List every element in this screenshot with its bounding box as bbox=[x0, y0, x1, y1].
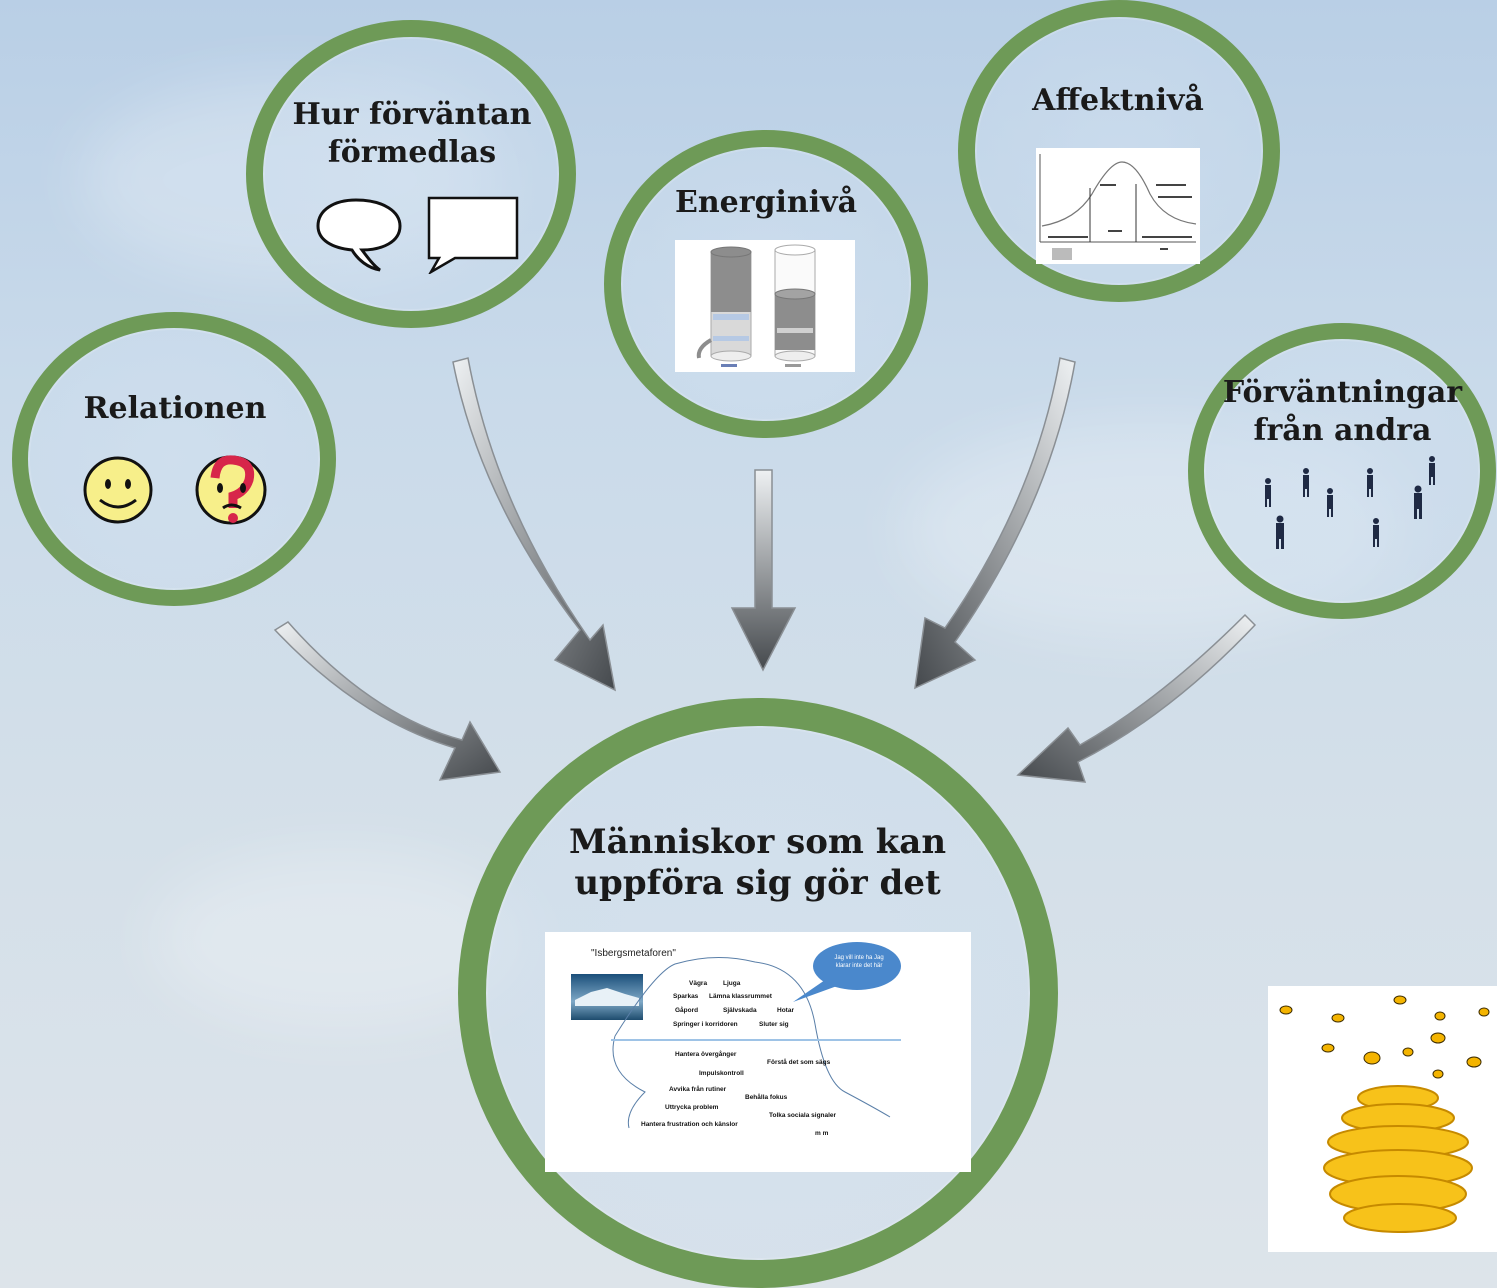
node-relationen-title: Relationen bbox=[83, 391, 267, 426]
iceberg-word: Hantera övergånger bbox=[675, 1051, 737, 1058]
affect-curve-image bbox=[1036, 148, 1200, 264]
iceberg-word: Springer i korridoren bbox=[673, 1021, 738, 1028]
speech-bubble-square-icon bbox=[427, 196, 519, 274]
iceberg-word: Avvika från rutiner bbox=[669, 1086, 727, 1093]
iceberg-word: Vägra bbox=[689, 980, 708, 987]
arrow-hur bbox=[452, 357, 617, 692]
iceberg-image: "Isbergsmetaforen" Jag vill inte ha Jag … bbox=[545, 932, 971, 1172]
arrow-affekt bbox=[914, 357, 1076, 690]
node-relationen[interactable] bbox=[12, 312, 336, 606]
arrow-energi bbox=[730, 469, 797, 672]
beehive-icon bbox=[1279, 995, 1490, 1233]
node-forvantningar-title-line1: Förväntningar bbox=[1222, 375, 1463, 410]
iceberg-word: Förstå det som sägs bbox=[767, 1059, 831, 1066]
beehive-image bbox=[1268, 986, 1497, 1252]
iceberg-word: m m bbox=[815, 1130, 829, 1137]
iceberg-word: Ljuga bbox=[723, 980, 741, 987]
iceberg-word: Uttrycka problem bbox=[665, 1104, 719, 1111]
iceberg-word: Hantera frustration och känslor bbox=[641, 1121, 738, 1128]
iceberg-bubble: Jag vill inte ha Jag klarar inte det här bbox=[834, 955, 884, 969]
node-forvantningar-title-line2: från andra bbox=[1253, 412, 1432, 448]
node-hur[interactable] bbox=[246, 20, 576, 328]
iceberg-word: Tolka sociala signaler bbox=[769, 1112, 837, 1119]
arrow-forvantningar bbox=[1016, 613, 1257, 783]
iceberg-word: Självskada bbox=[723, 1007, 757, 1014]
arrow-relationen bbox=[273, 621, 502, 781]
node-energi-title: Energinivå bbox=[674, 185, 858, 220]
people-icon bbox=[1265, 456, 1435, 549]
smiley-icon bbox=[83, 456, 153, 524]
speech-bubble-icon bbox=[316, 198, 402, 272]
node-hur-title-line2: förmedlas bbox=[327, 134, 497, 170]
iceberg-word: Hotar bbox=[777, 1007, 794, 1014]
node-forvantningar-title: Förväntningar från andra bbox=[1190, 374, 1495, 449]
iceberg-word: Sparkas bbox=[673, 993, 699, 1000]
iceberg-word: Behålla fokus bbox=[745, 1094, 788, 1101]
iceberg-word: Gåpord bbox=[675, 1007, 699, 1014]
node-center-title-line1: Människor som kan bbox=[568, 822, 947, 862]
question-face-icon bbox=[195, 455, 267, 525]
node-affekt-title: Affektnivå bbox=[1032, 83, 1204, 118]
node-hur-title: Hur förväntan förmedlas bbox=[262, 96, 562, 171]
iceberg-word: Lämna klassrummet bbox=[709, 993, 772, 1000]
iceberg-word: Impulskontroll bbox=[699, 1070, 744, 1077]
iceberg-word: Sluter sig bbox=[759, 1021, 789, 1028]
iceberg-heading: "Isbergsmetaforen" bbox=[591, 948, 676, 959]
node-hur-title-line1: Hur förväntan bbox=[292, 97, 532, 132]
node-center-title-line2: uppföra sig gör det bbox=[574, 862, 941, 903]
energy-cylinders-image bbox=[675, 240, 855, 372]
node-center-title: Människor som kan uppföra sig gör det bbox=[500, 822, 1015, 904]
